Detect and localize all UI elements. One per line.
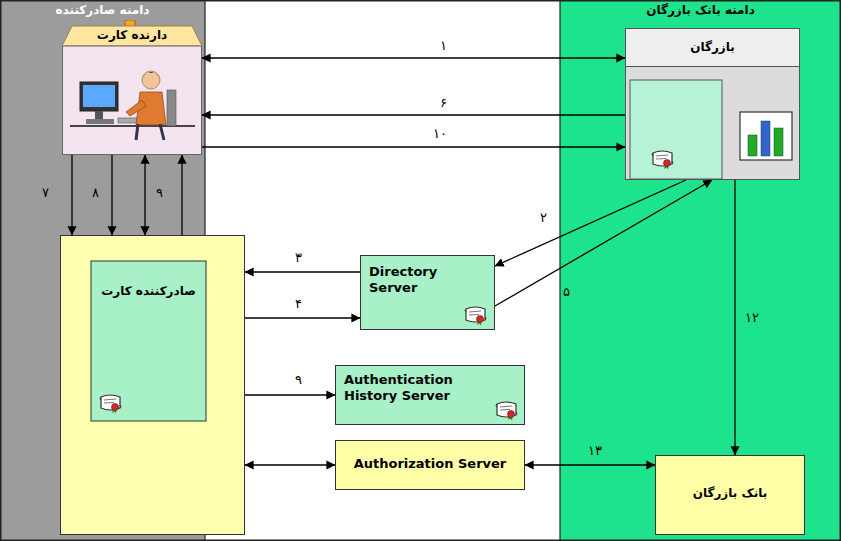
- flow-arrow: [495, 180, 712, 306]
- flow-arrow: [245, 317, 360, 318]
- certificate-icon: [496, 402, 517, 421]
- flow-arrow: [245, 394, 335, 395]
- flow-arrow: [144, 155, 145, 235]
- box-label: بازرگان: [690, 40, 735, 55]
- acquirer-domain-band: دامنه بانک بازرگان بازرگان بانک بازرگان: [560, 0, 841, 541]
- issuer-domain-band: دامنه صادرکننده دارنده کارت صادرکننده کارت: [0, 0, 205, 541]
- box-label: Authentication History Server: [344, 372, 469, 405]
- flow-arrow: [202, 114, 625, 115]
- server-box: Authentication History Server: [335, 365, 525, 425]
- step-number: ۵: [563, 284, 570, 300]
- merchant-bank-box: بانک بازرگان: [655, 455, 805, 535]
- certificate-icon: [465, 307, 486, 326]
- flow-arrow: [734, 180, 735, 455]
- flow-arrow: [202, 146, 625, 147]
- flow-arrow: [245, 464, 335, 465]
- step-number: ۲: [540, 210, 547, 226]
- cardholder-figure: [70, 71, 195, 140]
- flow-arrow: [71, 155, 72, 235]
- server-box: Directory Server: [360, 255, 495, 330]
- flow-arrow: [202, 57, 625, 58]
- step-number: ۹: [156, 185, 163, 201]
- box-label: Authorization Server: [354, 456, 507, 472]
- server-box: Authorization Server: [335, 440, 525, 490]
- box-label: دامنه صادرکننده: [55, 3, 149, 18]
- box-label: صادرکننده کارت: [91, 284, 206, 299]
- band-divider: [559, 0, 560, 541]
- box-label: Directory Server: [369, 264, 464, 297]
- step-number: ۷: [42, 185, 49, 201]
- flow-arrow: [245, 271, 360, 272]
- flow-arrow: [495, 180, 686, 266]
- issuer-box: صادرکننده کارت: [60, 235, 245, 535]
- box-label: دارنده کارت: [97, 28, 167, 43]
- cardholder-house: دارنده کارت: [62, 20, 202, 155]
- step-number: ۴: [295, 296, 302, 312]
- acquirer-band-ground: [560, 0, 841, 541]
- step-number: ۶: [440, 95, 447, 111]
- flow-arrow: [181, 155, 182, 235]
- box-label: دامنه بانک بازرگان: [646, 3, 755, 18]
- step-number: ۸: [92, 185, 99, 201]
- merchant-building: بازرگان: [625, 28, 800, 180]
- step-number: ۱۰: [433, 126, 447, 142]
- flow-arrow: [525, 464, 655, 465]
- chart-icon: [740, 112, 792, 160]
- step-number: ۱۳: [588, 443, 602, 459]
- certificate-icon: [652, 151, 673, 170]
- issuer-shape: [61, 236, 244, 534]
- flow-arrow: [111, 155, 112, 235]
- step-number: ۱۲: [745, 310, 759, 326]
- box-label: بانک بازرگان: [693, 486, 768, 501]
- step-number: ۹: [295, 372, 302, 388]
- middle-band-ground: [205, 0, 560, 541]
- step-number: ۳: [295, 250, 302, 266]
- certificate-icon: [100, 395, 121, 414]
- step-number: ۱: [440, 38, 447, 54]
